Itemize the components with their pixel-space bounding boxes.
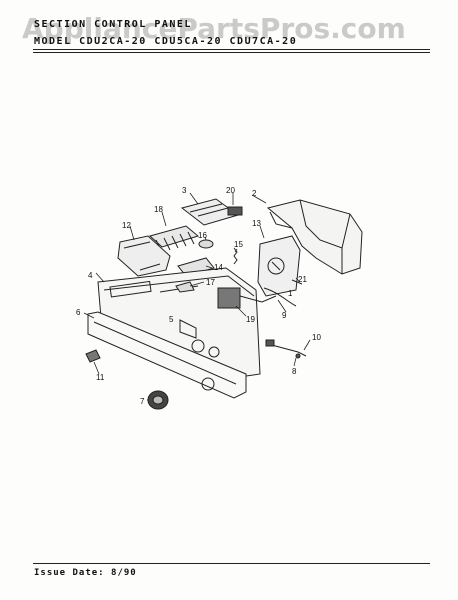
leader-lines bbox=[83, 192, 311, 401]
callout-19: 19 bbox=[246, 315, 255, 324]
callout-11: 11 bbox=[96, 373, 105, 382]
callout-3: 3 bbox=[182, 186, 187, 195]
footer-rule bbox=[33, 563, 430, 564]
part-switch-assembly bbox=[148, 225, 200, 253]
header-rule-bottom bbox=[33, 52, 430, 53]
part-spring bbox=[233, 247, 238, 265]
callout-18: 18 bbox=[154, 205, 163, 214]
callout-2: 2 bbox=[252, 189, 257, 198]
part-wire-plug bbox=[265, 339, 307, 359]
model-line: MODEL CDU2CA-20 CDU5CA-20 CDU7CA-20 bbox=[34, 36, 298, 47]
part-switch-bracket bbox=[117, 235, 171, 277]
part-front-trim bbox=[87, 311, 247, 399]
part-knob bbox=[147, 390, 169, 410]
callout-6: 6 bbox=[76, 308, 81, 317]
part-wire-harness bbox=[263, 287, 297, 307]
watermark-text: AppliancePartsPros.com bbox=[22, 12, 406, 45]
part-washer bbox=[198, 239, 214, 249]
callout-13: 13 bbox=[252, 219, 261, 228]
part-clip bbox=[291, 279, 303, 285]
callout-12: 12 bbox=[122, 221, 131, 230]
part-timer bbox=[257, 235, 301, 297]
callout-1: 1 bbox=[288, 289, 293, 298]
part-light-strip bbox=[180, 198, 240, 226]
callout-10: 10 bbox=[312, 333, 321, 342]
part-fastener bbox=[175, 281, 195, 293]
section-title: SECTION CONTROL PANEL bbox=[34, 19, 192, 30]
part-rocker-button bbox=[85, 349, 101, 363]
callout-21: 21 bbox=[298, 275, 307, 284]
callout-14: 14 bbox=[214, 263, 223, 272]
callout-7: 7 bbox=[140, 397, 145, 406]
callout-20: 20 bbox=[226, 186, 235, 195]
part-small-button bbox=[227, 206, 243, 216]
part-housing-bracket bbox=[266, 199, 363, 275]
callout-16: 16 bbox=[198, 231, 207, 240]
issue-date: Issue Date: 8/90 bbox=[34, 568, 137, 578]
callout-17: 17 bbox=[206, 278, 215, 287]
callout-9: 9 bbox=[282, 311, 287, 320]
part-actuator bbox=[217, 287, 277, 309]
callout-4: 4 bbox=[88, 271, 93, 280]
header-rule-top bbox=[33, 49, 430, 50]
callout-8: 8 bbox=[292, 367, 297, 376]
callout-labels: 3 20 2 18 12 13 16 15 14 17 21 1 4 6 19 … bbox=[76, 186, 321, 406]
callout-5: 5 bbox=[169, 315, 174, 324]
callout-15: 15 bbox=[234, 240, 243, 249]
